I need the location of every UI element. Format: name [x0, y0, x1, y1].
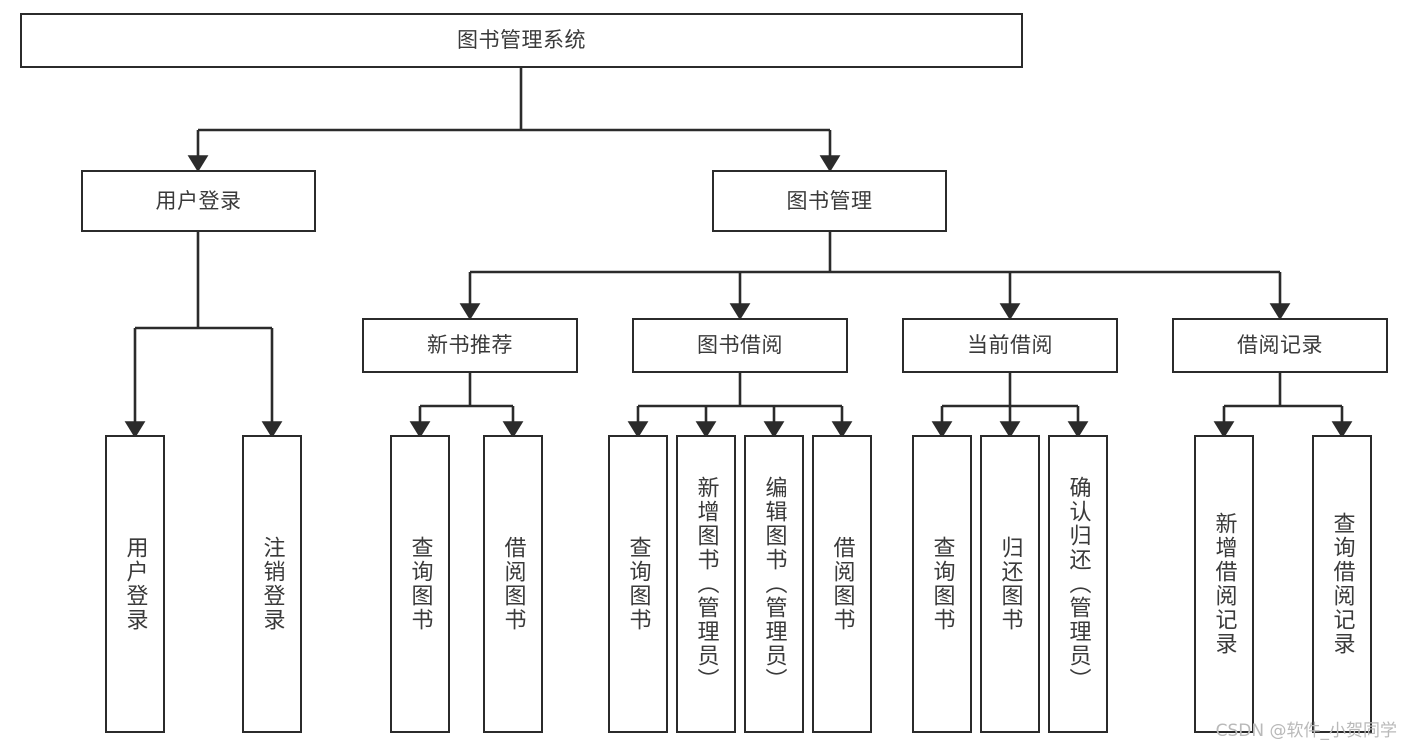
node-leaf-user-login-logout-label: 注销登录 [259, 536, 285, 632]
node-book-borrow-label: 图书借阅 [697, 333, 783, 358]
node-leaf-record-query-record-label: 查询借阅记录 [1329, 512, 1355, 656]
node-current-borrow[interactable]: 当前借阅 [902, 318, 1118, 373]
node-book-management-label: 图书管理 [786, 188, 873, 213]
node-current-borrow-label: 当前借阅 [967, 333, 1053, 358]
node-leaf-current-return-book[interactable]: 归还图书 [980, 435, 1040, 733]
node-leaf-borrow-query-book-label: 查询图书 [625, 536, 651, 632]
node-new-book-recommend-label: 新书推荐 [427, 333, 513, 358]
node-book-borrow[interactable]: 图书借阅 [632, 318, 848, 373]
node-user-login-label: 用户登录 [155, 188, 242, 213]
node-leaf-recommend-borrow-book[interactable]: 借阅图书 [483, 435, 543, 733]
node-new-book-recommend[interactable]: 新书推荐 [362, 318, 578, 373]
node-leaf-record-add-record-label: 新增借阅记录 [1211, 512, 1237, 656]
node-leaf-borrow-query-book[interactable]: 查询图书 [608, 435, 668, 733]
node-leaf-current-query-book[interactable]: 查询图书 [912, 435, 972, 733]
node-leaf-record-query-record[interactable]: 查询借阅记录 [1312, 435, 1372, 733]
node-leaf-borrow-add-book-admin-label: 新增图书（管理员） [693, 476, 719, 692]
node-leaf-recommend-borrow-book-label: 借阅图书 [500, 536, 526, 632]
node-leaf-borrow-borrow-book-label: 借阅图书 [829, 536, 855, 632]
watermark-text: CSDN @软件_小贺同学 [1215, 721, 1397, 741]
node-leaf-recommend-query-book[interactable]: 查询图书 [390, 435, 450, 733]
node-borrow-record[interactable]: 借阅记录 [1172, 318, 1388, 373]
node-leaf-borrow-edit-book-admin-label: 编辑图书（管理员） [761, 476, 787, 692]
node-leaf-current-return-book-label: 归还图书 [997, 536, 1023, 632]
node-leaf-recommend-query-book-label: 查询图书 [407, 536, 433, 632]
node-leaf-current-query-book-label: 查询图书 [929, 536, 955, 632]
node-leaf-user-login-login[interactable]: 用户登录 [105, 435, 165, 733]
node-leaf-current-confirm-return-admin[interactable]: 确认归还（管理员） [1048, 435, 1108, 733]
node-leaf-user-login-login-label: 用户登录 [122, 536, 148, 632]
node-root-system[interactable]: 图书管理系统 [20, 13, 1023, 68]
node-user-login[interactable]: 用户登录 [81, 170, 316, 232]
node-leaf-user-login-logout[interactable]: 注销登录 [242, 435, 302, 733]
node-leaf-borrow-edit-book-admin[interactable]: 编辑图书（管理员） [744, 435, 804, 733]
node-borrow-record-label: 借阅记录 [1237, 333, 1323, 358]
node-leaf-borrow-borrow-book[interactable]: 借阅图书 [812, 435, 872, 733]
node-leaf-current-confirm-return-admin-label: 确认归还（管理员） [1065, 476, 1091, 692]
node-leaf-borrow-add-book-admin[interactable]: 新增图书（管理员） [676, 435, 736, 733]
node-book-management[interactable]: 图书管理 [712, 170, 947, 232]
node-leaf-record-add-record[interactable]: 新增借阅记录 [1194, 435, 1254, 733]
node-root-system-label: 图书管理系统 [457, 28, 586, 53]
